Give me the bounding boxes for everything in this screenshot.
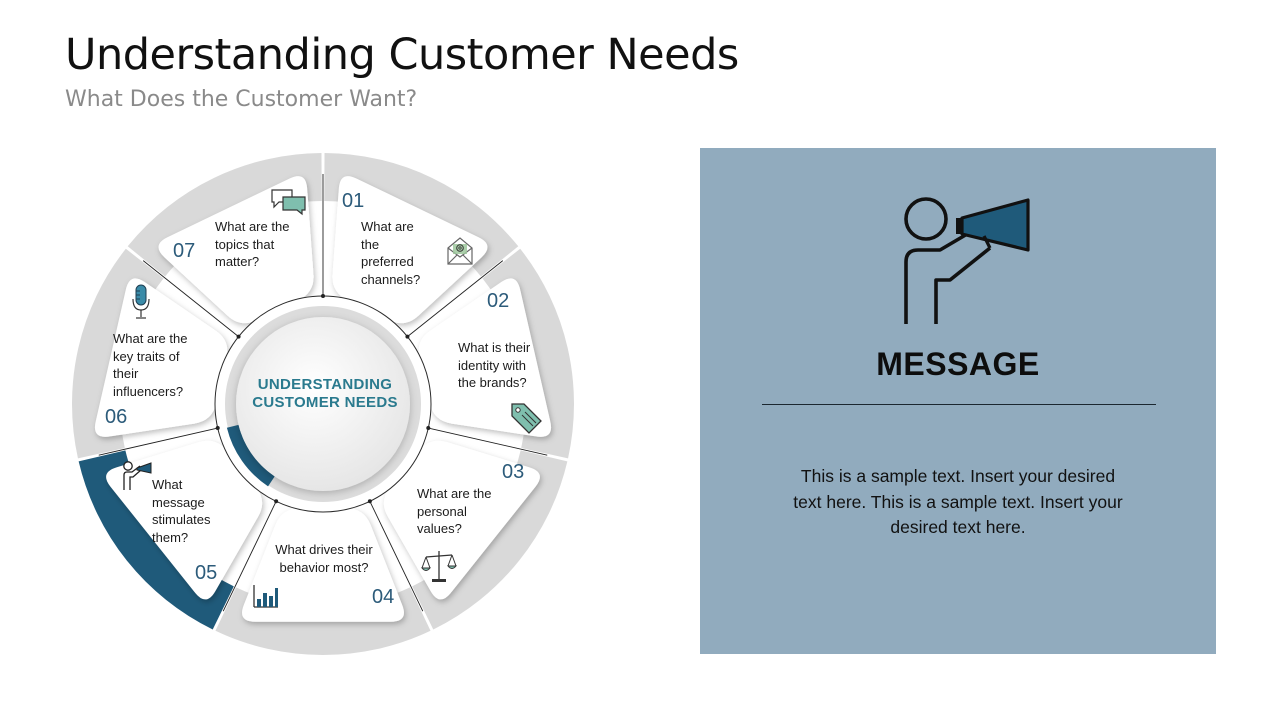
panel-title: MESSAGE bbox=[876, 346, 1040, 382]
panel-divider bbox=[762, 404, 1156, 405]
segment-connector-line bbox=[369, 501, 424, 612]
connector-dot bbox=[274, 499, 279, 504]
segment-question-05: What message stimulates them? bbox=[152, 477, 211, 545]
email-icon bbox=[447, 237, 473, 265]
segment-connector-line bbox=[428, 427, 548, 456]
chat-bubbles-icon bbox=[271, 189, 306, 216]
segment-connector-line bbox=[407, 260, 504, 338]
segment-number-07: 07 bbox=[173, 240, 196, 262]
segment-question-01: What are the preferred channels? bbox=[361, 219, 421, 287]
segment-number-05: 05 bbox=[195, 562, 218, 584]
megaphone-person-icon bbox=[904, 197, 1030, 324]
segment-number-02: 02 bbox=[487, 290, 510, 312]
segment-tile-06 bbox=[94, 278, 228, 437]
page-subtitle: What Does the Customer Want? bbox=[65, 87, 418, 112]
page-title: Understanding Customer Needs bbox=[65, 30, 739, 80]
segment-tile-05 bbox=[106, 440, 263, 600]
segment-tile-03 bbox=[383, 440, 540, 600]
tag-icon bbox=[511, 403, 542, 434]
segment-tile-04 bbox=[242, 508, 404, 622]
connector-dot bbox=[215, 426, 220, 431]
connector-dot bbox=[367, 499, 372, 504]
microphone-icon bbox=[132, 284, 150, 319]
segment-tile-01 bbox=[332, 176, 488, 324]
connector-dot bbox=[236, 334, 241, 339]
segment-tile-07 bbox=[158, 176, 314, 324]
segment-number-04: 04 bbox=[372, 586, 395, 608]
connector-dot bbox=[405, 334, 410, 339]
segment-tile-02 bbox=[418, 278, 552, 437]
segment-question-03: What are the personal values? bbox=[417, 486, 492, 536]
customer-needs-wheel bbox=[72, 152, 574, 655]
scale-icon bbox=[421, 551, 457, 582]
segment-question-02: What is their identity with the brands? bbox=[458, 340, 531, 390]
megaphone-person-icon bbox=[123, 461, 152, 490]
message-panel: MESSAGE This is a sample text. Insert yo… bbox=[700, 148, 1216, 654]
connector-dot bbox=[426, 426, 431, 431]
panel-body-text: This is a sample text. Insert your desir… bbox=[793, 466, 1123, 537]
segment-connector-line bbox=[98, 427, 218, 456]
connector-dot bbox=[321, 294, 325, 298]
segment-connector-line bbox=[222, 501, 277, 612]
segment-number-03: 03 bbox=[502, 461, 525, 483]
segment-number-06: 06 bbox=[105, 406, 128, 428]
segment-connector-line bbox=[142, 260, 239, 338]
inner-accent-arc bbox=[226, 424, 275, 487]
bar-chart-icon bbox=[253, 585, 278, 608]
center-label: UNDERSTANDING CUSTOMER NEEDS bbox=[252, 376, 398, 411]
center-disc bbox=[236, 317, 410, 491]
segment-question-04: What drives their behavior most? bbox=[275, 542, 373, 575]
segment-number-01: 01 bbox=[342, 190, 365, 212]
segment-question-07: What are the topics that matter? bbox=[215, 219, 290, 269]
segment-question-06: What are the key traits of their influen… bbox=[113, 331, 188, 399]
